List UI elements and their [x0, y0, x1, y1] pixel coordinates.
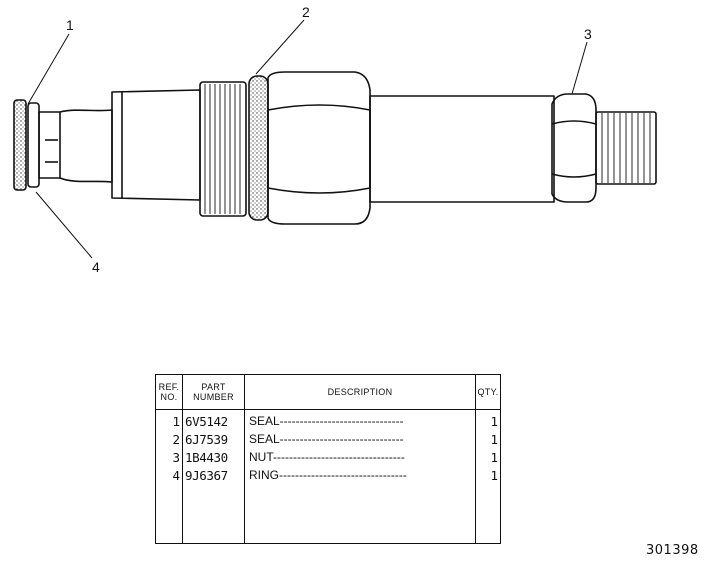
- ref-no: 1: [172, 414, 180, 429]
- ring-4: [27, 102, 40, 188]
- shank: [111, 89, 201, 201]
- header-qty: QTY.: [477, 387, 499, 397]
- callout-2: 2: [302, 4, 310, 20]
- ref-no: 4: [172, 468, 180, 483]
- ref-no: 3: [172, 450, 180, 465]
- part-drawing: 1 2 3 4: [13, 4, 657, 275]
- body-hex: [267, 71, 371, 225]
- leader-1: [27, 33, 70, 105]
- body-tube: [369, 95, 555, 203]
- part-number: 1B4430: [185, 450, 228, 465]
- header-ref: REF.NO.: [158, 382, 180, 402]
- nut-3: [551, 93, 597, 203]
- part-number: 6V5142: [185, 414, 228, 429]
- table-row: 2 6J7539 SEAL---------------------------…: [156, 431, 500, 448]
- leader-4: [35, 191, 93, 259]
- description: RING--------------------------------: [249, 468, 407, 482]
- quantity: 1: [490, 468, 498, 483]
- leader-3: [571, 41, 588, 95]
- figure-number: 301398: [646, 543, 699, 558]
- seal-2: [248, 75, 269, 221]
- callout-3: 3: [584, 26, 592, 42]
- seal-1: [13, 99, 27, 191]
- table-row: 1 6V5142 SEAL---------------------------…: [156, 413, 500, 430]
- description: SEAL-------------------------------: [249, 414, 404, 428]
- table-row: 3 1B4430 NUT----------------------------…: [156, 449, 500, 466]
- callout-1: 1: [66, 17, 74, 33]
- quantity: 1: [490, 450, 498, 465]
- quantity: 1: [490, 432, 498, 447]
- callout-4: 4: [92, 259, 100, 275]
- leader-2: [255, 19, 305, 75]
- header-description: DESCRIPTION: [327, 387, 393, 397]
- inlet-end: [38, 111, 61, 179]
- outlet-thread: [595, 111, 657, 185]
- quantity: 1: [490, 414, 498, 429]
- part-number: 6J7539: [185, 432, 228, 447]
- table-row: 4 9J6367 RING---------------------------…: [156, 467, 500, 484]
- description: NUT---------------------------------: [249, 450, 405, 464]
- thread-section: [199, 81, 247, 217]
- description: SEAL-------------------------------: [249, 432, 404, 446]
- ref-no: 2: [172, 432, 180, 447]
- part-number: 9J6367: [185, 468, 228, 483]
